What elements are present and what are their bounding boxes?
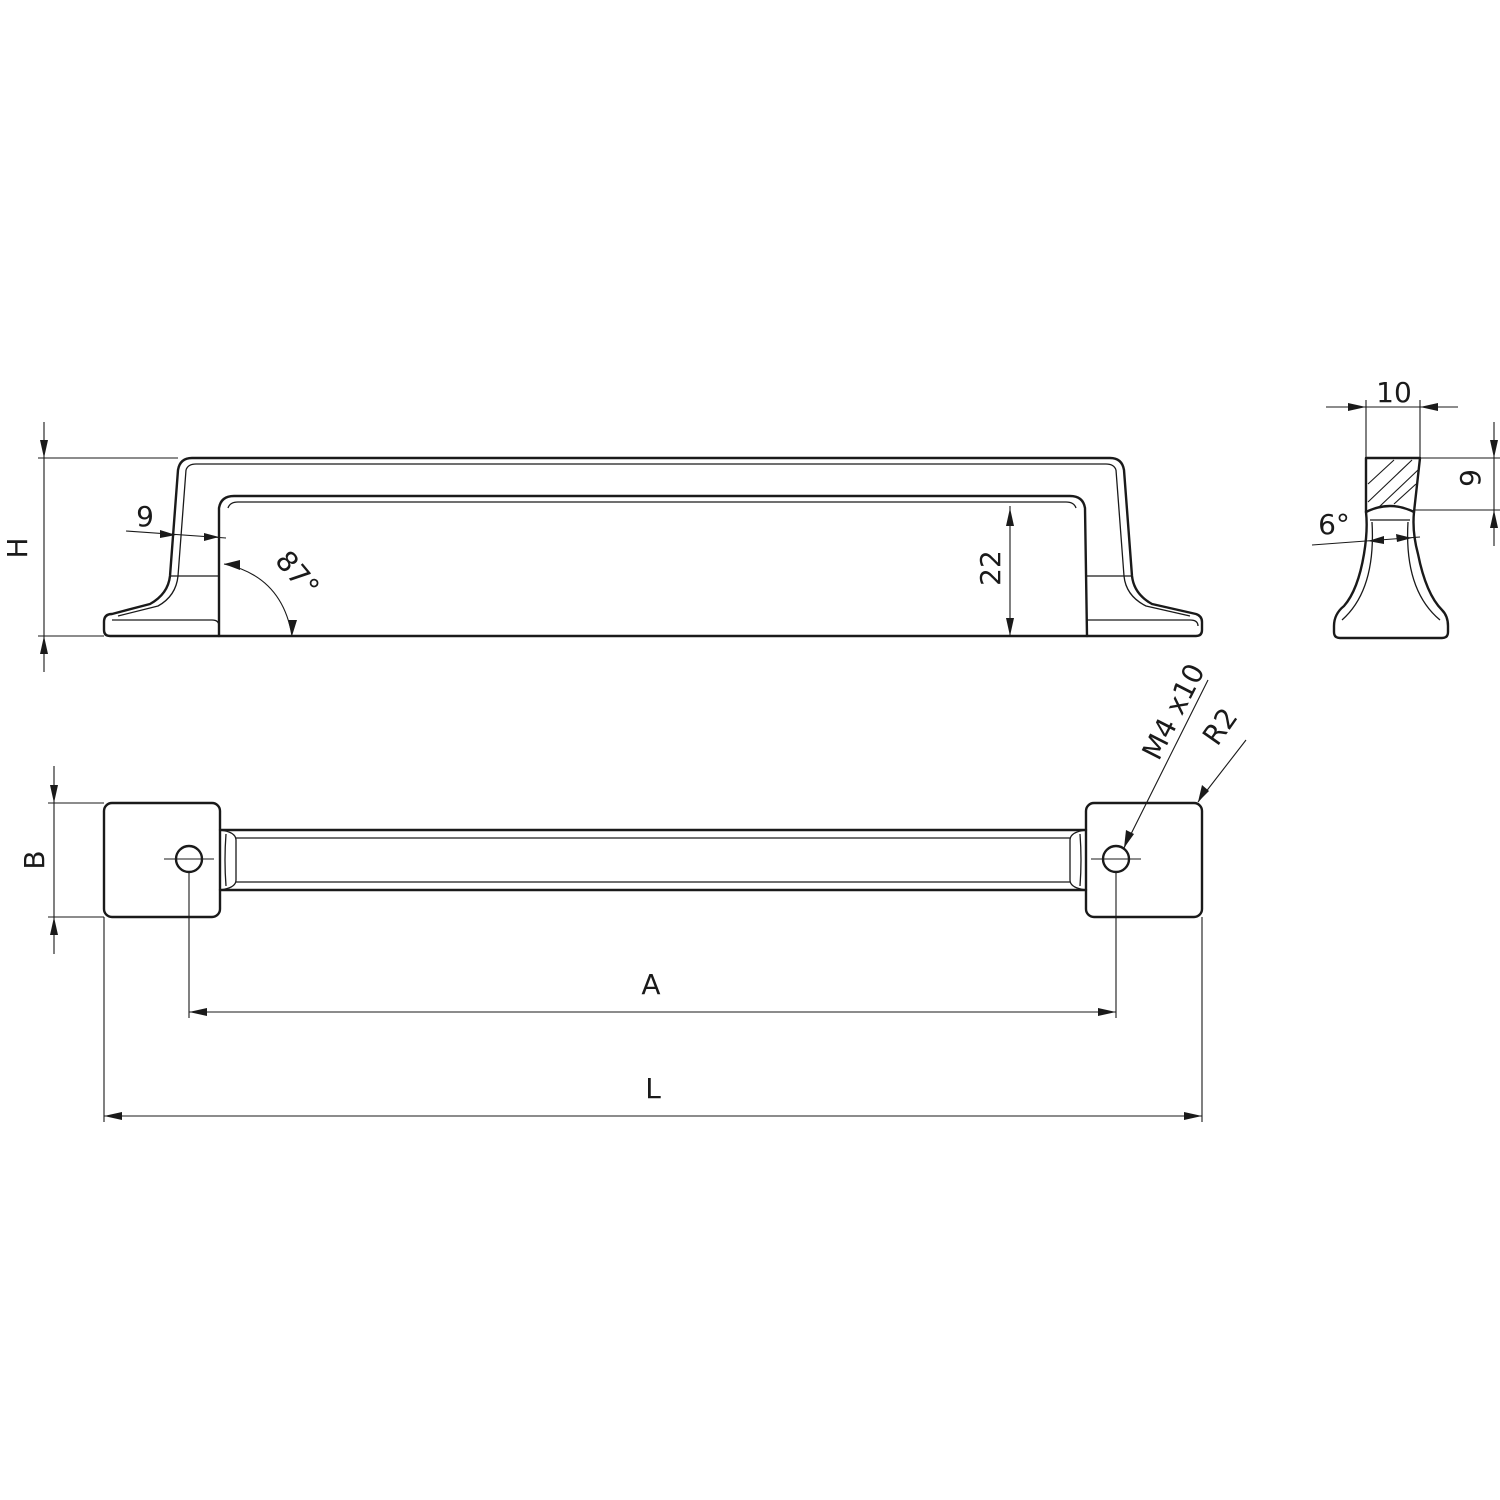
radius-label: R2 bbox=[1196, 702, 1244, 751]
a-label: A bbox=[641, 968, 660, 1001]
grip-contour-bottom bbox=[227, 501, 1077, 509]
b-arrow-top bbox=[50, 785, 58, 803]
bar-left-transition-outer bbox=[224, 833, 227, 887]
section-inner-contour bbox=[1341, 521, 1441, 621]
left-foot-inner bbox=[112, 619, 220, 627]
l-arrow-right bbox=[1184, 1112, 1202, 1120]
radius-leader-arrow bbox=[1198, 785, 1209, 802]
left-mounting-base bbox=[102, 801, 222, 919]
right-foot-inner bbox=[1087, 619, 1199, 627]
thread-leader-arrow bbox=[1124, 830, 1134, 848]
wall-arrow-left bbox=[160, 530, 176, 538]
top-plan-view: B M4 x10 R2 A L bbox=[18, 658, 1247, 1122]
right-mounting-base bbox=[1084, 801, 1204, 919]
angle-label: 87° bbox=[269, 544, 326, 603]
b-arrow-bottom bbox=[50, 917, 58, 935]
wall-thickness-label: 9 bbox=[136, 500, 154, 533]
clearance-arrow-top bbox=[1006, 508, 1014, 526]
bar-left-transition bbox=[219, 829, 237, 891]
grip-contour-top bbox=[185, 463, 1117, 471]
profile-height-arrow-bottom bbox=[1490, 510, 1498, 528]
l-arrow-left bbox=[104, 1112, 122, 1120]
wall-arrow-right bbox=[204, 533, 219, 541]
section-outline bbox=[1332, 456, 1450, 640]
h-arrow-bottom bbox=[40, 636, 48, 654]
angle-arrow-top bbox=[224, 560, 240, 570]
h-label: H bbox=[1, 537, 34, 558]
section-profile-boundary bbox=[1364, 504, 1416, 514]
angle-arrow-bottom bbox=[288, 620, 297, 636]
profile-width-label: 10 bbox=[1376, 376, 1412, 409]
profile-width-arrow-right bbox=[1420, 403, 1438, 411]
draft-arrow-right bbox=[1396, 534, 1412, 542]
handle-outer-outline bbox=[102, 456, 1204, 638]
b-label: B bbox=[18, 850, 51, 869]
handle-inner-outline bbox=[217, 494, 1089, 638]
l-label: L bbox=[645, 1072, 661, 1105]
section-hatching bbox=[1367, 459, 1419, 509]
bar-right-transition bbox=[1069, 829, 1087, 891]
profile-height-label: 9 bbox=[1454, 469, 1487, 487]
a-arrow-left bbox=[189, 1008, 207, 1016]
right-leg-contour bbox=[1115, 469, 1191, 617]
clearance-arrow-bottom bbox=[1006, 618, 1014, 636]
side-section-view: 10 9 6° bbox=[1311, 376, 1500, 640]
thread-leader-line bbox=[1123, 679, 1209, 849]
h-arrow-top bbox=[40, 440, 48, 458]
draft-angle-label: 6° bbox=[1318, 508, 1350, 541]
clearance-label: 22 bbox=[974, 550, 1007, 586]
a-arrow-right bbox=[1098, 1008, 1116, 1016]
profile-width-arrow-left bbox=[1348, 403, 1366, 411]
draft-arrow-left bbox=[1368, 536, 1384, 544]
front-elevation-view: H 9 87° 22 bbox=[1, 422, 1204, 672]
profile-height-arrow-top bbox=[1490, 440, 1498, 458]
bar-right-transition-outer bbox=[1079, 833, 1082, 887]
